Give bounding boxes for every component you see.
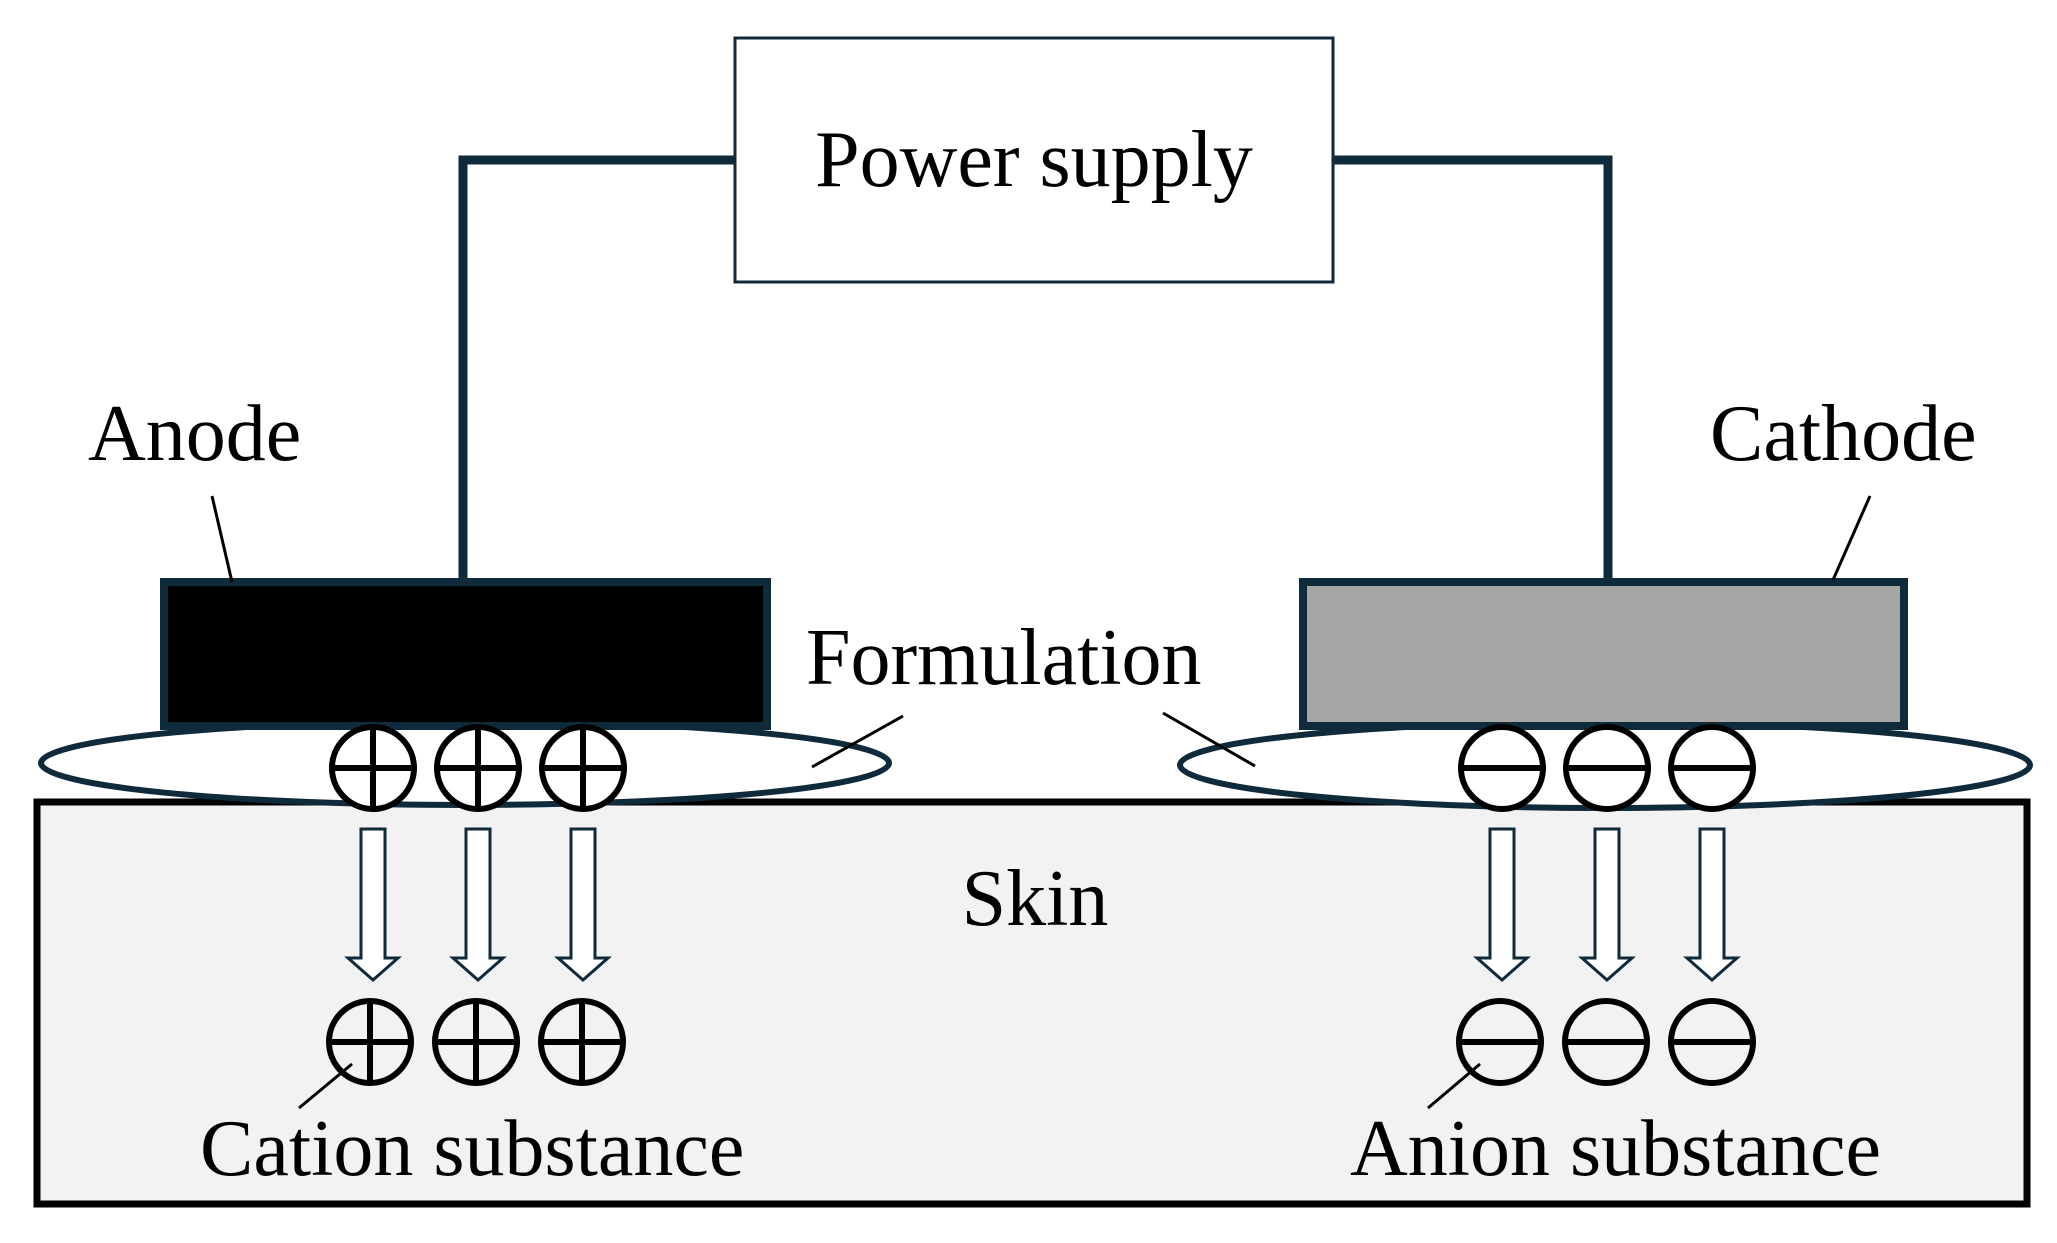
cation-ion-icon (329, 724, 417, 812)
anion-substance-label: Anion substance (1350, 1105, 1881, 1193)
anion-ion-icon (1668, 998, 1756, 1086)
anion-ion-icon (1456, 998, 1544, 1086)
wire-anode (458, 155, 735, 582)
cathode-label: Cathode (1710, 390, 1977, 478)
cation-substance-label: Cation substance (200, 1105, 744, 1193)
cation-ion-icon (432, 998, 520, 1086)
anion-ion-icon (1563, 724, 1651, 812)
cathode-electrode (1299, 578, 1908, 730)
down-arrow-icon (1683, 827, 1741, 982)
cation-ions-formulation (329, 724, 627, 812)
anion-ion-icon (1562, 998, 1650, 1086)
anode-label: Anode (88, 390, 301, 478)
down-arrow-icon (449, 827, 507, 982)
power-supply-box (733, 36, 1335, 284)
down-arrow-icon (344, 827, 402, 982)
down-arrow-icon (1578, 827, 1636, 982)
formulation-leader-line-right (1162, 711, 1256, 768)
cation-arrows (344, 827, 612, 982)
anode-leader-line (210, 495, 234, 583)
wire-cathode (1333, 155, 1613, 582)
anion-ion-icon (1668, 724, 1756, 812)
cation-ion-icon (326, 998, 414, 1086)
anode-electrode (160, 578, 771, 730)
anion-ion-icon (1458, 724, 1546, 812)
cation-ion-icon (539, 724, 627, 812)
formulation-leader-line-left (811, 714, 904, 769)
anion-ions-skin (1456, 998, 1756, 1086)
formulation-label: Formulation (806, 614, 1202, 702)
power-supply-label: Power supply (815, 116, 1253, 204)
anion-ions-formulation (1458, 724, 1756, 812)
skin-label: Skin (962, 855, 1109, 943)
anion-arrows (1473, 827, 1741, 982)
cathode-leader-line (1831, 495, 1872, 581)
cation-ion-icon (434, 724, 522, 812)
down-arrow-icon (554, 827, 612, 982)
cation-ion-icon (538, 998, 626, 1086)
down-arrow-icon (1473, 827, 1531, 982)
cation-ions-skin (326, 998, 626, 1086)
